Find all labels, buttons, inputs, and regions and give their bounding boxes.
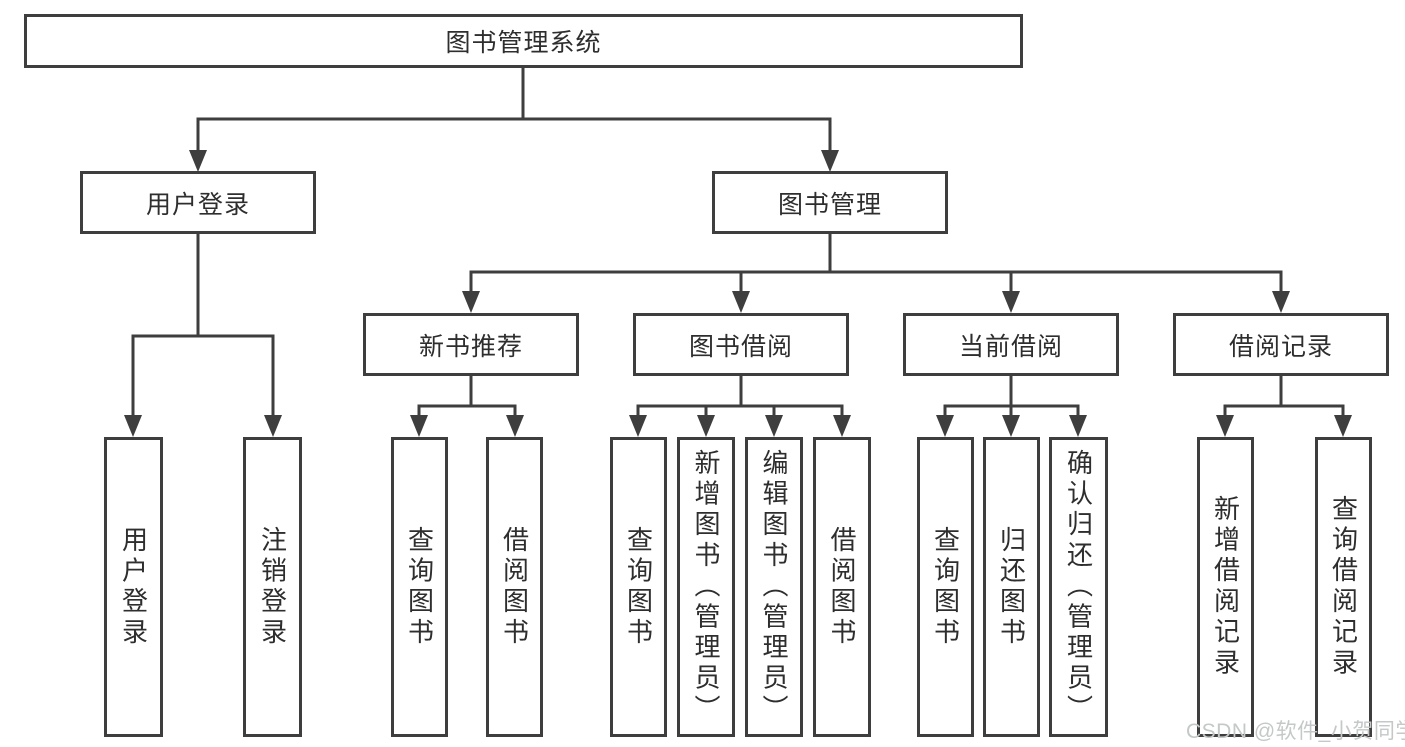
arrowhead-icon (1002, 291, 1020, 313)
edge-root-to-level2 (196, 68, 832, 152)
arrowhead-icon (124, 415, 142, 437)
watermark: CSDN @软件_小贺同学 (1186, 720, 1405, 743)
arrowhead-icon (189, 150, 207, 172)
node-borrow-records: 借阅记录 (1173, 313, 1389, 376)
connector-shafts (131, 68, 1345, 418)
arrowhead-icon (1002, 415, 1020, 437)
leaf-label: 注销登录 (257, 525, 288, 649)
edge-recommend-to-leaves (417, 376, 517, 418)
arrowheads (124, 150, 1352, 437)
arrowhead-icon (462, 291, 480, 313)
arrowhead-icon (629, 415, 647, 437)
node-leaf-borrow-query-books: 查询图书 (610, 437, 667, 737)
leaf-label: 归还图书 (996, 525, 1027, 649)
arrowhead-icon (1216, 415, 1234, 437)
edge-records-to-leaves (1223, 376, 1345, 418)
arrowhead-icon (1272, 291, 1290, 313)
node-user-login-branch: 用户登录 (80, 171, 316, 234)
leaf-label: 查询图书 (404, 525, 435, 649)
arrowhead-icon (264, 415, 282, 437)
node-leaf-query-borrow-record: 查询借阅记录 (1315, 437, 1372, 737)
node-new-book-recommend: 新书推荐 (363, 313, 579, 376)
node-leaf-recommend-borrow-books: 借阅图书 (486, 437, 543, 737)
leaf-label: 借阅图书 (499, 525, 530, 649)
node-book-borrow: 图书借阅 (633, 313, 849, 376)
node-leaf-add-borrow-record: 新增借阅记录 (1197, 437, 1254, 737)
arrowhead-icon (732, 291, 750, 313)
leaf-label: 用户登录 (118, 525, 149, 649)
arrowhead-icon (765, 415, 783, 437)
node-leaf-logout: 注销登录 (243, 437, 302, 737)
node-current-borrow: 当前借阅 (903, 313, 1119, 376)
arrowhead-icon (697, 415, 715, 437)
node-leaf-confirm-return-admin: 确认归还（管理员） (1049, 437, 1108, 737)
node-book-management: 图书管理 (712, 171, 948, 234)
node-root: 图书管理系统 (24, 14, 1023, 68)
leaf-label: 查询借阅记录 (1328, 494, 1359, 680)
edge-borrow-to-leaves (636, 376, 844, 418)
node-leaf-edit-books-admin: 编辑图书（管理员） (745, 437, 803, 737)
arrowhead-icon (1334, 415, 1352, 437)
leaf-label: 编辑图书（管理员） (759, 448, 789, 726)
leaf-label: 查询图书 (930, 525, 961, 649)
leaf-label: 查询图书 (623, 525, 654, 649)
node-leaf-recommend-query-books: 查询图书 (391, 437, 448, 737)
leaf-label: 新增图书（管理员） (691, 448, 721, 726)
edge-login-to-leaves (131, 233, 275, 418)
arrowhead-icon (833, 415, 851, 437)
edge-current-to-leaves (943, 376, 1080, 418)
leaf-label: 借阅图书 (827, 525, 857, 649)
node-leaf-user-login: 用户登录 (104, 437, 163, 737)
node-leaf-return-books: 归还图书 (983, 437, 1040, 737)
node-leaf-borrow-books: 借阅图书 (813, 437, 871, 737)
node-leaf-add-books-admin: 新增图书（管理员） (677, 437, 735, 737)
arrowhead-icon (1069, 415, 1087, 437)
edge-manage-to-level3 (469, 233, 1283, 293)
node-leaf-current-query-books: 查询图书 (917, 437, 974, 737)
arrowhead-icon (821, 150, 839, 172)
arrowhead-icon (506, 415, 524, 437)
leaf-label: 新增借阅记录 (1210, 494, 1241, 680)
leaf-label: 确认归还（管理员） (1063, 448, 1094, 726)
arrowhead-icon (410, 415, 428, 437)
arrowhead-icon (936, 415, 954, 437)
